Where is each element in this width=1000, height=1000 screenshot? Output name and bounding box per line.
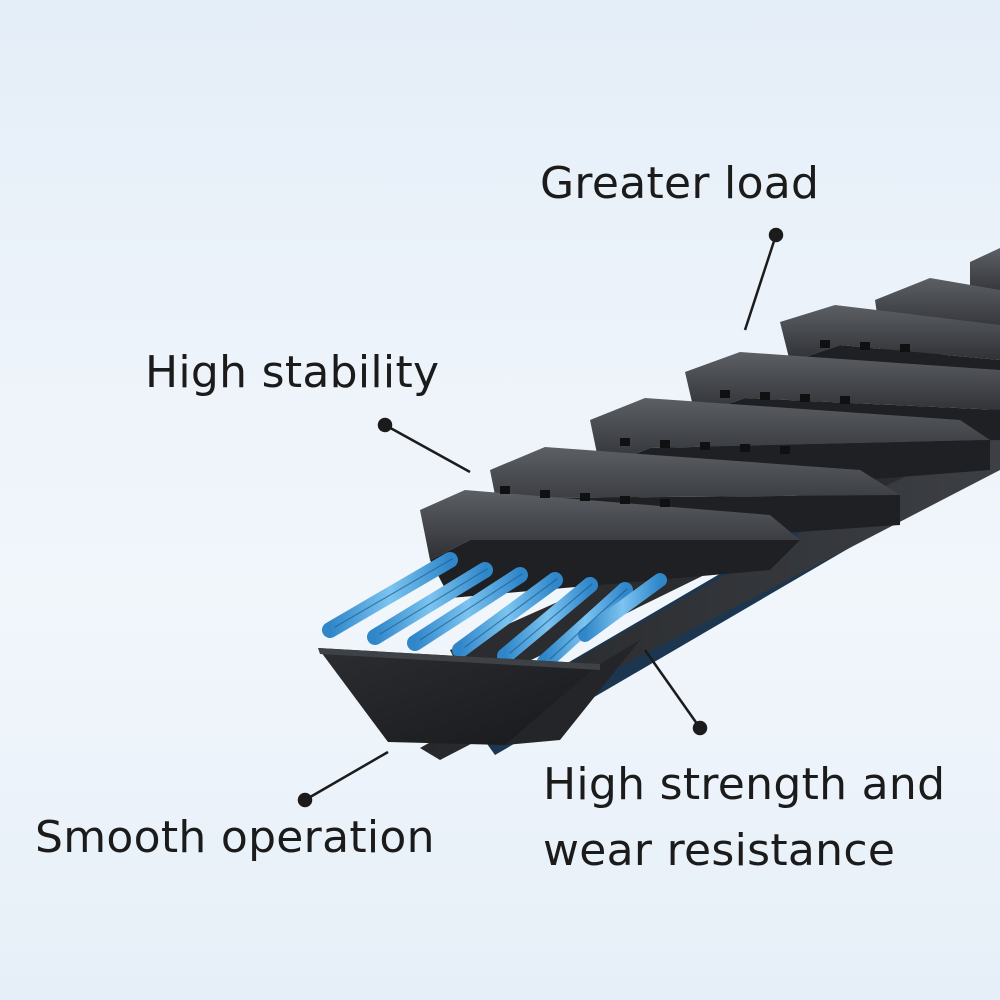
label-smooth-operation: Smooth operation bbox=[35, 812, 435, 863]
label-high-stability: High stability bbox=[145, 347, 440, 398]
tooth-notches bbox=[500, 340, 910, 507]
label-high-strength: High strength and wear resistance bbox=[543, 752, 945, 884]
tension-cords bbox=[322, 552, 667, 670]
label-greater-load: Greater load bbox=[540, 158, 820, 209]
label-high-strength-line2: wear resistance bbox=[543, 825, 896, 876]
leader-lines bbox=[297, 227, 784, 808]
belt-teeth bbox=[420, 248, 1000, 598]
label-high-strength-line1: High strength and bbox=[543, 759, 946, 810]
belt-cross-section bbox=[318, 640, 640, 745]
